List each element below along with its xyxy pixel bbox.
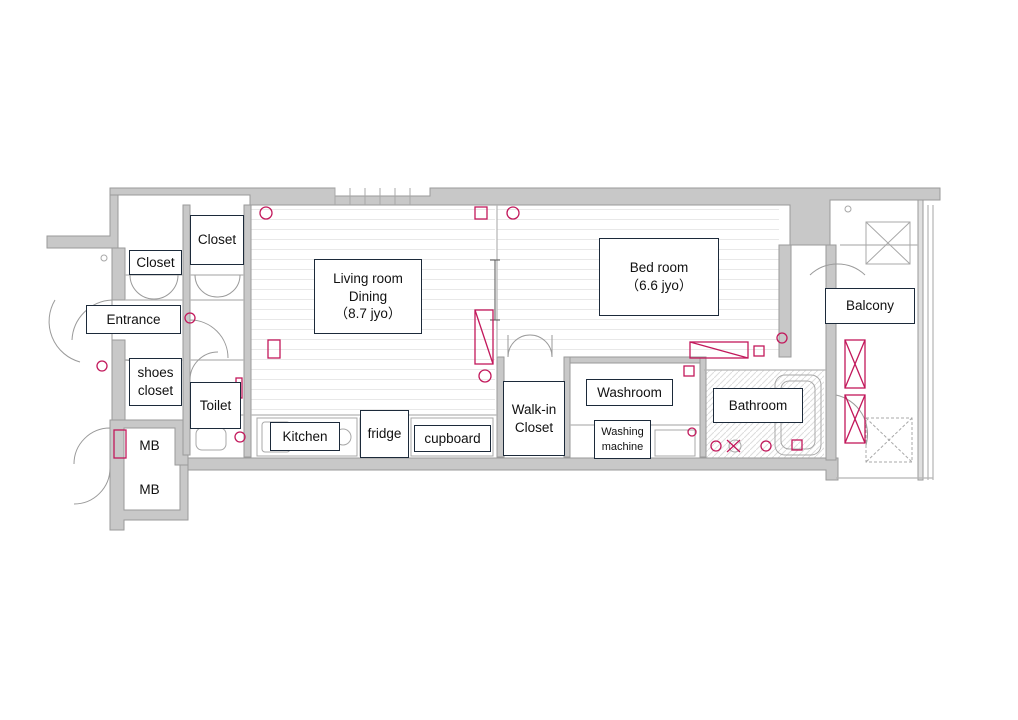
label-cupboard: cupboard [414, 425, 491, 452]
ac-unit-lower [865, 417, 913, 463]
wall-partition-f [699, 356, 707, 458]
wall-partition-e [569, 356, 701, 364]
closet-doors-right [194, 274, 241, 298]
label-walk-in-closet: Walk-in Closet [503, 381, 565, 456]
label-balcony: Balcony [825, 288, 915, 324]
wall-partition-g [778, 244, 792, 358]
kitchen-counter [256, 417, 358, 457]
wall-left-lower [111, 339, 126, 421]
toilet-fixture [195, 427, 227, 451]
wall-right-balcony [825, 244, 837, 461]
balcony-door [835, 394, 869, 446]
label-entrance: Entrance [86, 305, 181, 334]
walls [46, 187, 941, 531]
wall-mb [109, 419, 189, 531]
toilet-door [189, 351, 219, 381]
cupboard-outline [410, 417, 494, 457]
label-fridge: fridge [360, 410, 409, 458]
label-kitchen: Kitchen [270, 422, 340, 451]
wall-bottom [187, 457, 839, 481]
label-closet-entrance: Closet [129, 250, 182, 275]
door-swings [48, 263, 869, 505]
wall-facade [917, 199, 924, 481]
mb-door-lower [73, 467, 111, 505]
accent-markers [96, 206, 866, 459]
ac-unit-upper [865, 221, 911, 265]
mb-door-upper [73, 427, 111, 465]
label-shoes-closet: shoes closet [129, 358, 182, 406]
hall-door [189, 319, 229, 359]
label-washroom: Washroom [586, 379, 673, 406]
label-closet-main: Closet [190, 215, 244, 265]
label-bed-room: Bed room （6.6 jyo） [599, 238, 719, 316]
wall-left-upper [46, 194, 119, 249]
wall-partition-a [182, 204, 191, 456]
label-living-dining: Living room Dining （8.7 jyo） [314, 259, 422, 334]
bedroom-balcony-door [809, 263, 866, 276]
label-bathroom: Bathroom [713, 388, 803, 423]
label-toilet: Toilet [190, 382, 241, 429]
wall-partition-b [243, 204, 252, 458]
washbasin [654, 429, 696, 457]
label-mb-upper: MB [139, 437, 160, 453]
wall-top [109, 187, 941, 246]
wic-doors [507, 334, 553, 358]
wall-left-entrance [111, 247, 126, 301]
closet-doors-left [129, 274, 179, 300]
label-washing-machine: Washing machine [594, 420, 651, 459]
label-mb-lower: MB [139, 481, 160, 497]
